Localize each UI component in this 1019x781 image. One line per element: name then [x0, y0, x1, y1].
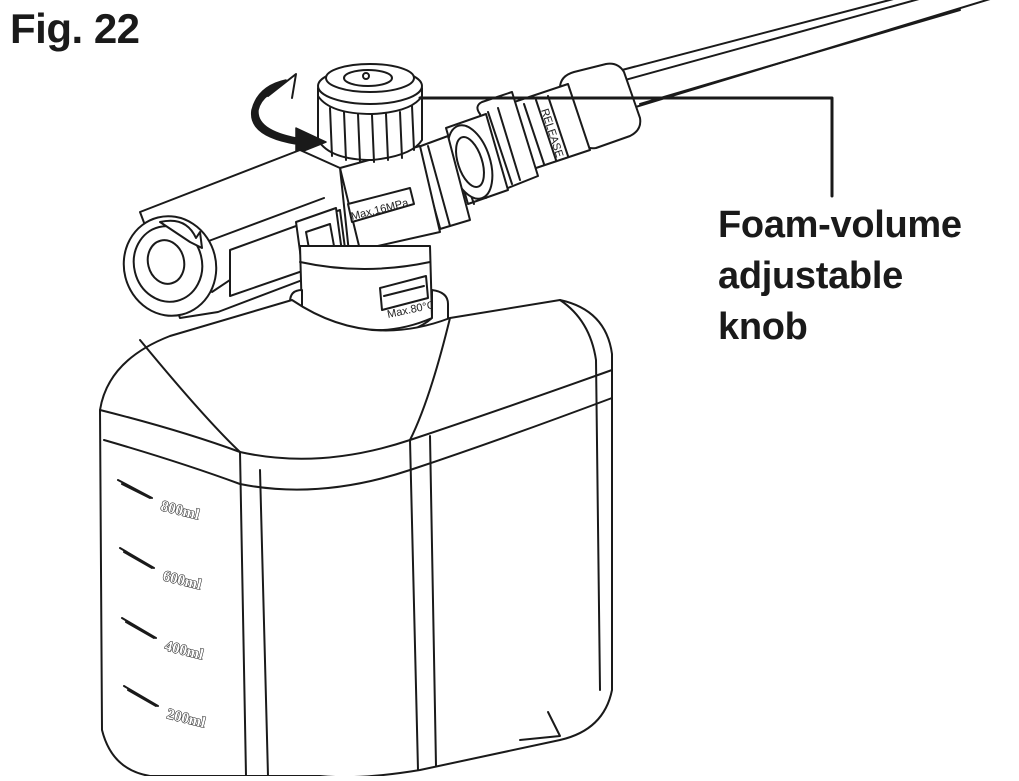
callout-label: Foam-volume adjustable knob — [718, 200, 962, 353]
rotation-arrow-icon — [251, 73, 327, 155]
wand — [595, 0, 991, 117]
callout-leader-line — [418, 96, 834, 198]
callout-line-3: knob — [718, 306, 808, 348]
figure-title: Fig. 22 — [10, 5, 140, 52]
quick-connect-coupler: RELEASE — [445, 62, 642, 205]
foam-bottle — [99, 299, 613, 779]
nozzle-rotation-arrow-icon — [159, 219, 203, 249]
callout-line-1: Foam-volume — [718, 204, 962, 246]
callout-line-2: adjustable — [718, 255, 903, 297]
foam-volume-knob — [317, 63, 423, 163]
